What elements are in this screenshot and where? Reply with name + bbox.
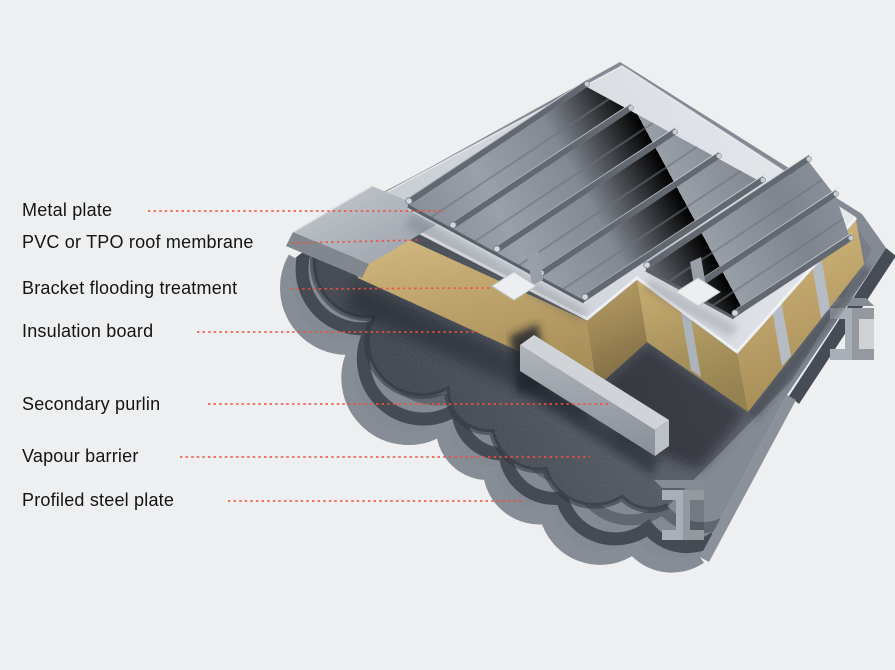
standing-seams xyxy=(405,77,854,318)
panel-bottom-edges xyxy=(407,204,735,322)
secondary-purlin xyxy=(510,324,669,456)
label-pvc-or-tpo-roof-membrane: PVC or TPO roof membrane xyxy=(22,232,254,252)
steel-ibeam-bottom xyxy=(654,480,704,540)
bracket-flooding-treatment xyxy=(491,251,721,307)
label-insulation-board: Insulation board xyxy=(22,321,154,341)
label-secondary-purlin: Secondary purlin xyxy=(22,394,161,414)
label-bracket-flooding-treatment: Bracket flooding treatment xyxy=(22,278,238,298)
leader-lines xyxy=(148,210,610,502)
metal-plate-panels xyxy=(405,77,854,322)
label-vapour-barrier: Vapour barrier xyxy=(22,446,139,466)
leader-membrane xyxy=(291,239,422,244)
pan-mid-ribs xyxy=(429,98,844,307)
label-profiled-steel-plate: Profiled steel plate xyxy=(22,490,175,510)
label-metal-plate: Metal plate xyxy=(22,200,113,220)
deck-side-faces xyxy=(700,248,895,562)
fixing-straps xyxy=(681,255,830,377)
panel-shadows xyxy=(404,214,738,338)
